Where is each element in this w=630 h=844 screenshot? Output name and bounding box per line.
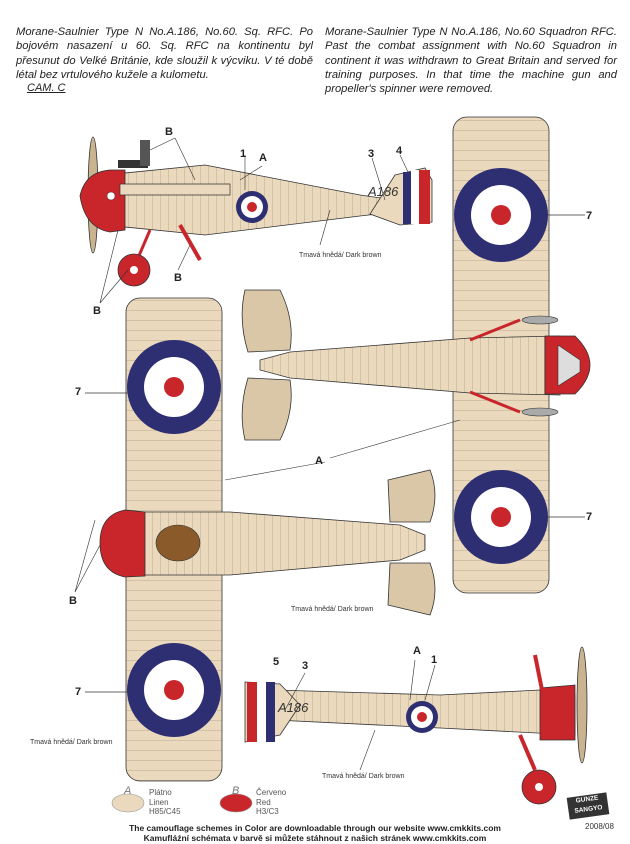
footer-czech: Kamufláźní schémata v barvě si můžete st… — [143, 833, 487, 843]
callout-b: B — [93, 305, 101, 317]
legend-linen-cz: Plátno — [149, 788, 172, 797]
callout-1: 1 — [431, 654, 438, 666]
callout-b: B — [69, 595, 77, 607]
caption-english: Morane-Saulnier Type N No.A.186, No.60 S… — [325, 26, 617, 96]
camouflage-scheme-label: CAM. C — [27, 82, 66, 94]
legend-swatch-linen — [111, 793, 145, 813]
legend-linen-en: Linen — [149, 797, 169, 807]
legend-letter-a: A — [124, 785, 132, 797]
legend-linen-code: H85/C45 — [149, 807, 181, 816]
serial-side-right: A186 — [277, 700, 309, 715]
legend-red-text: Červeno Red H3/C3 — [256, 788, 286, 817]
callout-a: A — [413, 645, 421, 657]
dark-brown-label: Tmavá hnědá/ Dark brown — [291, 606, 374, 613]
dark-brown-label: Tmavá hnědá/ Dark brown — [30, 739, 113, 746]
bottom-view-left — [74, 297, 461, 782]
date-label: 2008/08 — [585, 822, 614, 831]
callout-7: 7 — [75, 686, 82, 698]
callout-b: B — [174, 272, 182, 284]
legend-red-code: H3/C3 — [256, 807, 279, 816]
legend-red-en: Red — [256, 797, 271, 807]
legend-letter-b: B — [232, 785, 240, 797]
side-view-right: A186 — [244, 646, 588, 805]
legend-linen-text: Plátno Linen H85/C45 — [149, 788, 181, 817]
callout-7: 7 — [75, 386, 82, 398]
callout-1: 1 — [240, 148, 247, 160]
fuselage-bottom-left — [129, 511, 426, 576]
cowling-red-left — [79, 169, 126, 233]
callout-a: A — [315, 455, 323, 467]
callout-a: A — [259, 152, 267, 164]
callout-7: 7 — [586, 210, 593, 222]
legend-swatch-red — [219, 793, 253, 813]
legend-red-cz: Červeno — [256, 788, 287, 797]
callout-b: B — [165, 126, 173, 138]
cowling-bottom-left — [99, 509, 146, 578]
callout-3: 3 — [302, 660, 309, 672]
caption-czech: Morane-Saulnier Type N No.A.186, No.60. … — [16, 26, 313, 81]
dark-brown-label: Tmavá hnědá/ Dark brown — [322, 773, 405, 780]
callout-5: 5 — [273, 656, 280, 668]
cowling-side-right — [539, 684, 576, 741]
fuselage-top-right — [259, 335, 561, 396]
callout-3: 3 — [368, 148, 375, 160]
machine-gun-left — [118, 160, 148, 168]
callout-7: 7 — [586, 511, 593, 523]
serial-side-left: A186 — [367, 184, 399, 199]
dark-brown-label: Tmavá hnědá/ Dark brown — [299, 252, 382, 259]
side-view-left: A186 — [79, 136, 433, 304]
callout-4: 4 — [396, 145, 403, 157]
propeller-side-right — [576, 646, 588, 764]
top-view-right — [241, 116, 591, 594]
footer-english: The camouflage schemes in Color are down… — [129, 823, 501, 833]
